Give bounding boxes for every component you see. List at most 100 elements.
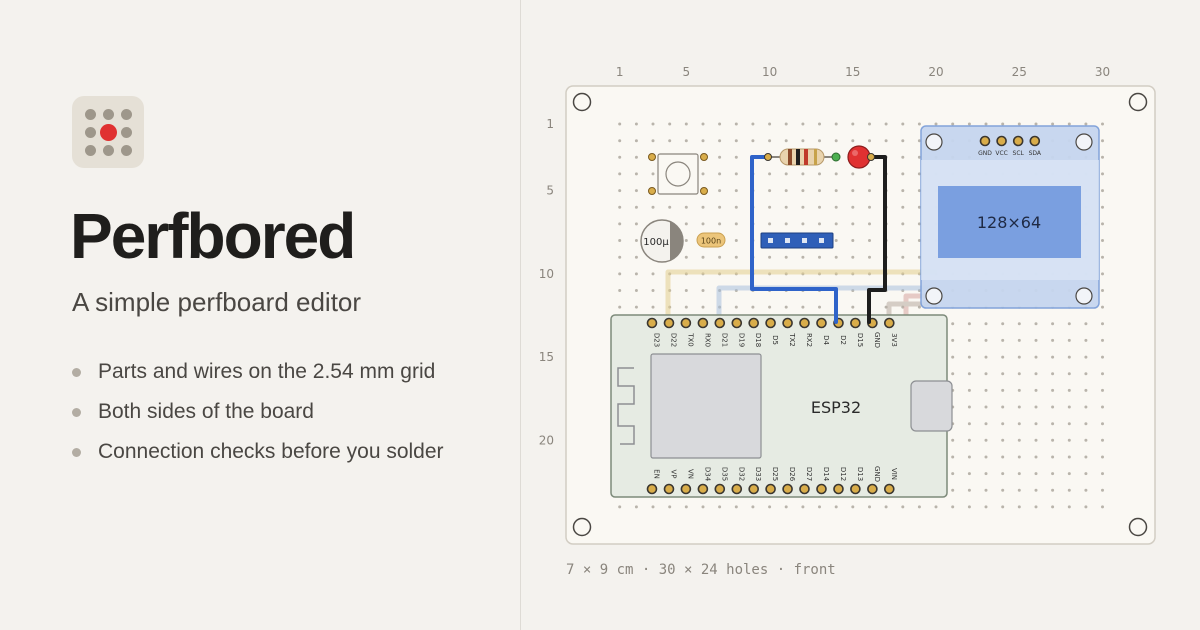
hole[interactable] [1017, 438, 1021, 442]
hole[interactable] [701, 122, 705, 126]
hole[interactable] [684, 239, 688, 242]
hole[interactable] [651, 172, 655, 176]
hole[interactable] [868, 122, 871, 126]
hole[interactable] [984, 422, 988, 426]
hole[interactable] [1084, 338, 1088, 342]
hole[interactable] [818, 189, 821, 193]
hole[interactable] [768, 172, 772, 176]
hole[interactable] [801, 189, 805, 193]
hole[interactable] [1001, 322, 1005, 326]
hole[interactable] [851, 505, 855, 509]
ceramic-capacitor[interactable]: 100n [696, 232, 726, 248]
hole[interactable] [818, 122, 821, 126]
esp32-pin[interactable] [697, 483, 709, 495]
hole[interactable] [1017, 122, 1021, 126]
hole[interactable] [1017, 422, 1021, 426]
hole[interactable] [751, 122, 755, 126]
hole[interactable] [634, 305, 638, 309]
hole[interactable] [1051, 355, 1055, 359]
esp32-pin[interactable] [714, 317, 726, 329]
hole[interactable] [1067, 122, 1071, 126]
hole[interactable] [868, 255, 871, 259]
hole[interactable] [834, 205, 838, 209]
wire-back-scl[interactable] [716, 285, 933, 325]
hole[interactable] [1051, 388, 1055, 392]
hole[interactable] [1051, 505, 1055, 509]
hole[interactable] [1051, 422, 1055, 426]
hole[interactable] [868, 172, 871, 176]
hole[interactable] [684, 205, 688, 209]
hole[interactable] [967, 455, 971, 459]
hole[interactable] [834, 255, 838, 259]
hole[interactable] [1067, 488, 1071, 492]
hole[interactable] [851, 239, 855, 242]
hole[interactable] [818, 305, 821, 309]
hole[interactable] [634, 139, 638, 143]
hole[interactable] [768, 205, 772, 209]
hole[interactable] [701, 289, 705, 292]
hole[interactable] [651, 289, 655, 292]
hole[interactable] [1034, 405, 1038, 409]
resistor[interactable] [764, 148, 841, 166]
hole[interactable] [1067, 472, 1071, 476]
wire-black[interactable] [867, 155, 887, 324]
hole[interactable] [884, 122, 888, 126]
oled-pin[interactable] [979, 135, 991, 147]
hole[interactable] [668, 122, 672, 126]
hole[interactable] [1034, 122, 1038, 126]
hole[interactable] [1067, 455, 1071, 459]
hole[interactable] [1001, 372, 1005, 376]
hole[interactable] [1101, 422, 1104, 426]
hole[interactable] [684, 255, 688, 259]
hole[interactable] [851, 222, 855, 226]
esp32-pin[interactable] [816, 483, 827, 495]
hole[interactable] [618, 239, 622, 242]
hole[interactable] [634, 272, 638, 276]
hole[interactable] [751, 305, 755, 309]
hole[interactable] [901, 255, 905, 259]
hole[interactable] [1017, 472, 1021, 476]
hole[interactable] [901, 172, 905, 176]
hole[interactable] [734, 255, 738, 259]
hole[interactable] [1101, 438, 1104, 442]
push-button[interactable] [648, 153, 708, 195]
oled-pin[interactable] [996, 135, 1007, 147]
hole[interactable] [967, 388, 971, 392]
hole[interactable] [718, 155, 722, 159]
hole[interactable] [901, 239, 905, 242]
hole[interactable] [734, 122, 738, 126]
hole[interactable] [1017, 372, 1021, 376]
hole[interactable] [1017, 322, 1021, 326]
hole[interactable] [734, 505, 738, 509]
hole[interactable] [701, 205, 705, 209]
hole[interactable] [634, 205, 638, 209]
hole[interactable] [984, 405, 988, 409]
hole[interactable] [634, 172, 638, 176]
hole[interactable] [917, 255, 921, 259]
hole[interactable] [1101, 322, 1104, 326]
hole[interactable] [1017, 355, 1021, 359]
hole[interactable] [967, 122, 971, 126]
hole[interactable] [934, 505, 938, 509]
hole[interactable] [1051, 372, 1055, 376]
hole[interactable] [634, 505, 638, 509]
hole[interactable] [768, 222, 772, 226]
hole[interactable] [1067, 355, 1071, 359]
hole[interactable] [1101, 405, 1104, 409]
hole[interactable] [834, 222, 838, 226]
hole[interactable] [868, 222, 871, 226]
hole[interactable] [734, 305, 738, 309]
hole[interactable] [851, 122, 855, 126]
hole[interactable] [1084, 438, 1088, 442]
hole[interactable] [618, 155, 622, 159]
hole[interactable] [967, 438, 971, 442]
hole[interactable] [1067, 388, 1071, 392]
hole[interactable] [1034, 438, 1038, 442]
hole[interactable] [967, 338, 971, 342]
hole[interactable] [1101, 355, 1104, 359]
esp32-pin[interactable] [782, 483, 793, 495]
hole[interactable] [651, 305, 655, 309]
hole[interactable] [1084, 488, 1088, 492]
